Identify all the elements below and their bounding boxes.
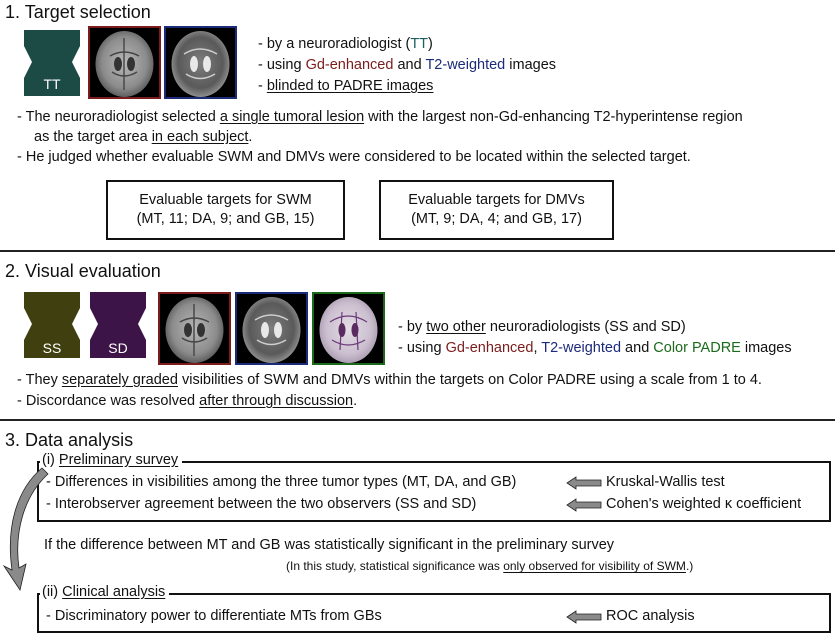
clinical-analysis-label: (ii) Clinical analysis <box>40 584 170 601</box>
dmv-targets-box: Evaluable targets for DMVs (MT, 9; DA, 4… <box>379 180 614 240</box>
roc-analysis: ROC analysis <box>606 608 695 624</box>
s1-text-target-area: as the target area in each subject. <box>34 129 253 145</box>
color-padre-mri-image <box>312 292 385 365</box>
clinical-row-discriminatory: - Discriminatory power to differentiate … <box>46 608 382 624</box>
gd-enhanced-mri-image <box>88 26 161 99</box>
tt-badge-shape <box>24 30 80 96</box>
left-arrow-icon-3 <box>566 610 602 624</box>
ss-badge-shape <box>24 292 80 358</box>
prelim-row-differences: - Differences in visibilities among the … <box>46 474 517 490</box>
gd-enhanced-mri-image-2 <box>158 292 231 365</box>
section2-title: 2. Visual evaluation <box>5 261 161 281</box>
s1-bullet-images: - using Gd-enhanced and T2-weighted imag… <box>258 57 557 73</box>
s2-bullet-two-other: - by two other neuroradiologists (SS and… <box>398 319 686 335</box>
ss-badge-label: SS <box>42 340 62 356</box>
sd-badge-shape <box>90 292 146 358</box>
left-arrow-icon <box>566 476 602 490</box>
tt-badge-label: TT <box>43 76 61 92</box>
tt-person-badge <box>24 30 80 96</box>
section1-title: 1. Target selection <box>5 2 151 22</box>
preliminary-survey-box <box>37 461 831 522</box>
dmv-box-line1: Evaluable targets for DMVs <box>408 192 585 208</box>
left-arrow-icon-2 <box>566 498 602 512</box>
condition-text: If the difference between MT and GB was … <box>44 537 615 553</box>
s1-text-judgement: - He judged whether evaluable SWM and DM… <box>17 149 691 165</box>
swm-box-line1: Evaluable targets for SWM <box>139 192 312 208</box>
dmv-box-line2: (MT, 9; DA, 4; and GB, 17) <box>411 211 582 227</box>
prelim-row-agreement: - Interobserver agreement between the tw… <box>46 496 477 512</box>
separator-1 <box>0 250 835 252</box>
ss-person-badge <box>24 292 80 358</box>
t2-weighted-mri-image-2 <box>235 292 308 365</box>
swm-box-line2: (MT, 11; DA, 9; and GB, 15) <box>136 211 315 227</box>
sd-person-badge <box>90 292 146 358</box>
significance-note: (In this study, statistical significance… <box>286 559 694 573</box>
curved-down-arrow-icon <box>2 467 49 591</box>
s1-bullet-blinded: - blinded to PADRE images <box>258 78 434 94</box>
swm-targets-box: Evaluable targets for SWM (MT, 11; DA, 9… <box>106 180 345 240</box>
cohens-kappa-test: Cohen's weighted κ coefficient <box>606 496 802 512</box>
section3-title: 3. Data analysis <box>5 430 134 450</box>
s1-text-selection: - The neuroradiologist selected a single… <box>17 109 743 125</box>
clinical-analysis-box <box>37 593 831 633</box>
s2-bullet-images: - using Gd-enhanced, T2-weighted and Col… <box>398 340 792 356</box>
s2-text-discordance: - Discordance was resolved after through… <box>17 393 358 409</box>
t2-weighted-mri-image <box>164 26 237 99</box>
kruskal-wallis-test: Kruskal-Wallis test <box>606 474 725 490</box>
s1-bullet-neuroradiologist: - by a neuroradiologist (TT) <box>258 36 433 52</box>
separator-2 <box>0 419 835 421</box>
preliminary-survey-label: (i) Preliminary survey <box>40 452 183 469</box>
s2-text-graded: - They separately graded visibilities of… <box>17 372 762 388</box>
sd-badge-label: SD <box>108 340 128 356</box>
